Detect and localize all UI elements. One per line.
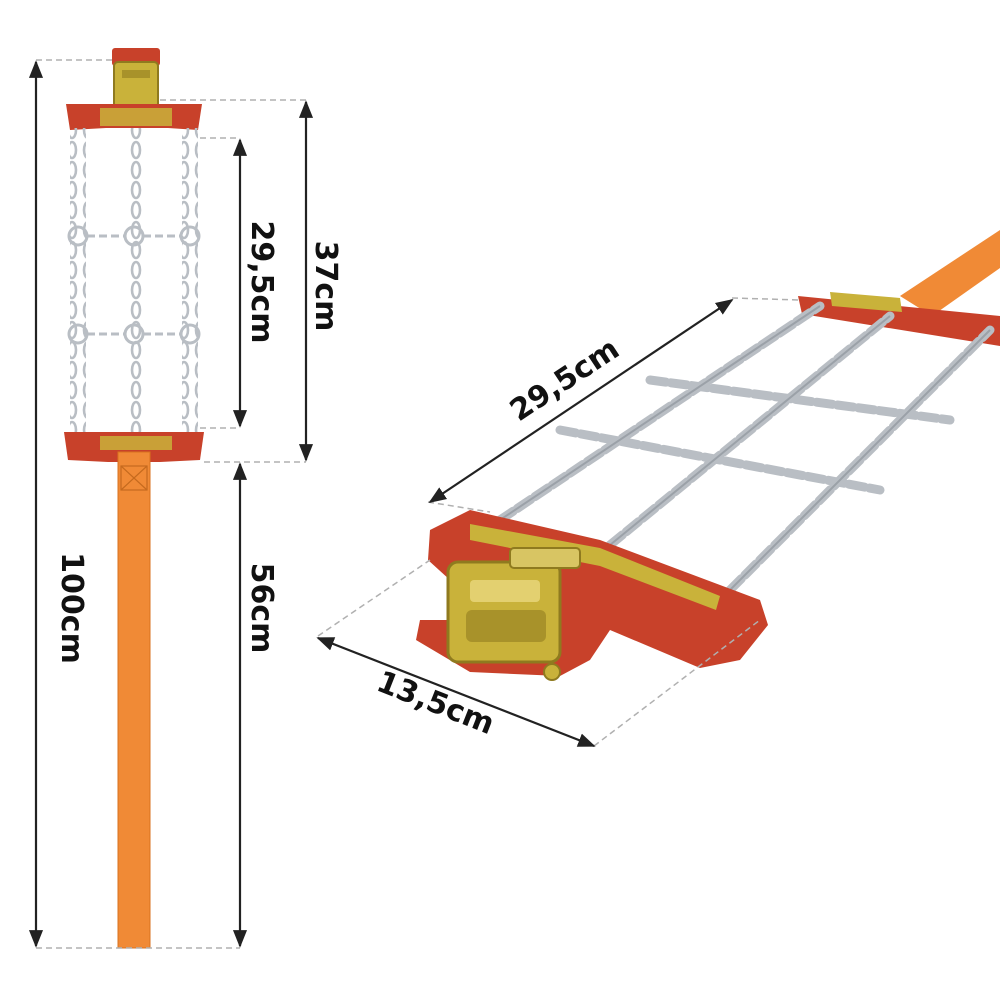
label-strap-length: 56cm	[244, 563, 279, 654]
top-ratchet-buckle	[113, 61, 159, 109]
label-total-length: 100cm	[54, 552, 89, 664]
front-dimension-guides	[36, 59, 306, 949]
label-chain-section: 37cm	[308, 241, 343, 332]
orange-strap	[118, 452, 150, 948]
label-plate-width: 13,5cm	[372, 664, 499, 742]
perspective-dimension-guides	[317, 297, 801, 747]
front-view-product	[64, 48, 204, 949]
label-diagonal-chain-length: 29,5cm	[504, 332, 626, 429]
perspective-view-product	[416, 230, 1000, 681]
perspective-strap	[900, 230, 1000, 316]
ratchet-buckle	[446, 547, 581, 681]
front-chains	[67, 128, 201, 434]
label-chain-length: 29,5cm	[244, 220, 279, 343]
far-plate	[798, 296, 1000, 346]
dimension-line-diagonal-chain	[428, 299, 734, 503]
dimension-line-plate-width	[316, 636, 596, 748]
